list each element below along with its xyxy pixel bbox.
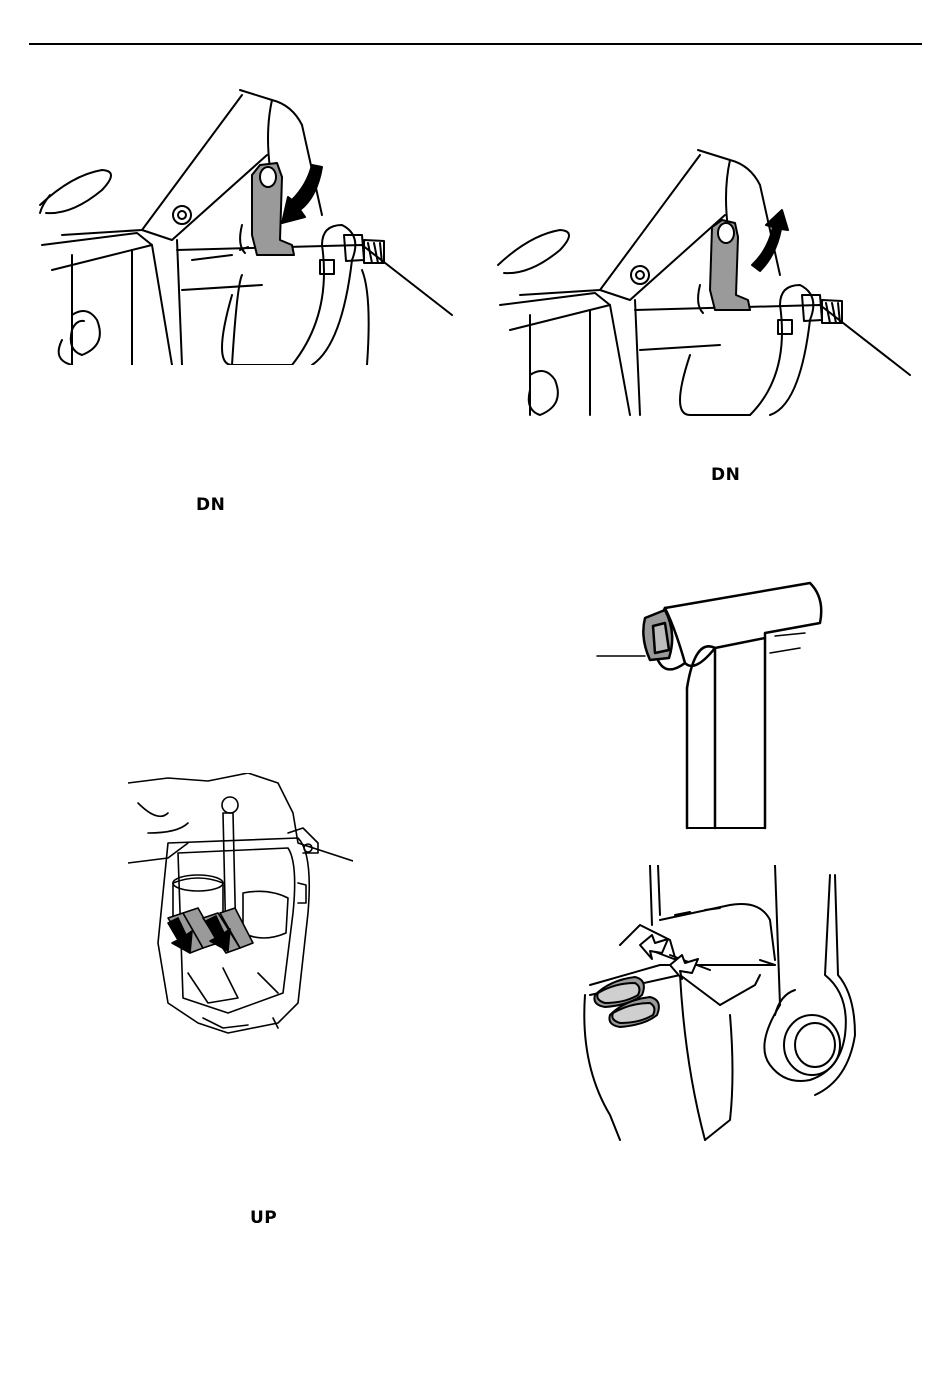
up-label: UP xyxy=(250,1208,277,1228)
tilt-handle-figure xyxy=(595,578,835,833)
lever-up-figure xyxy=(490,145,920,425)
dn-label-right: DN xyxy=(711,465,740,485)
lever-down-figure xyxy=(32,85,462,365)
control-buttons-figure xyxy=(580,865,865,1145)
dn-label-left: DN xyxy=(196,495,225,515)
twin-lever-figure xyxy=(128,773,353,1048)
header-rule xyxy=(29,43,922,45)
